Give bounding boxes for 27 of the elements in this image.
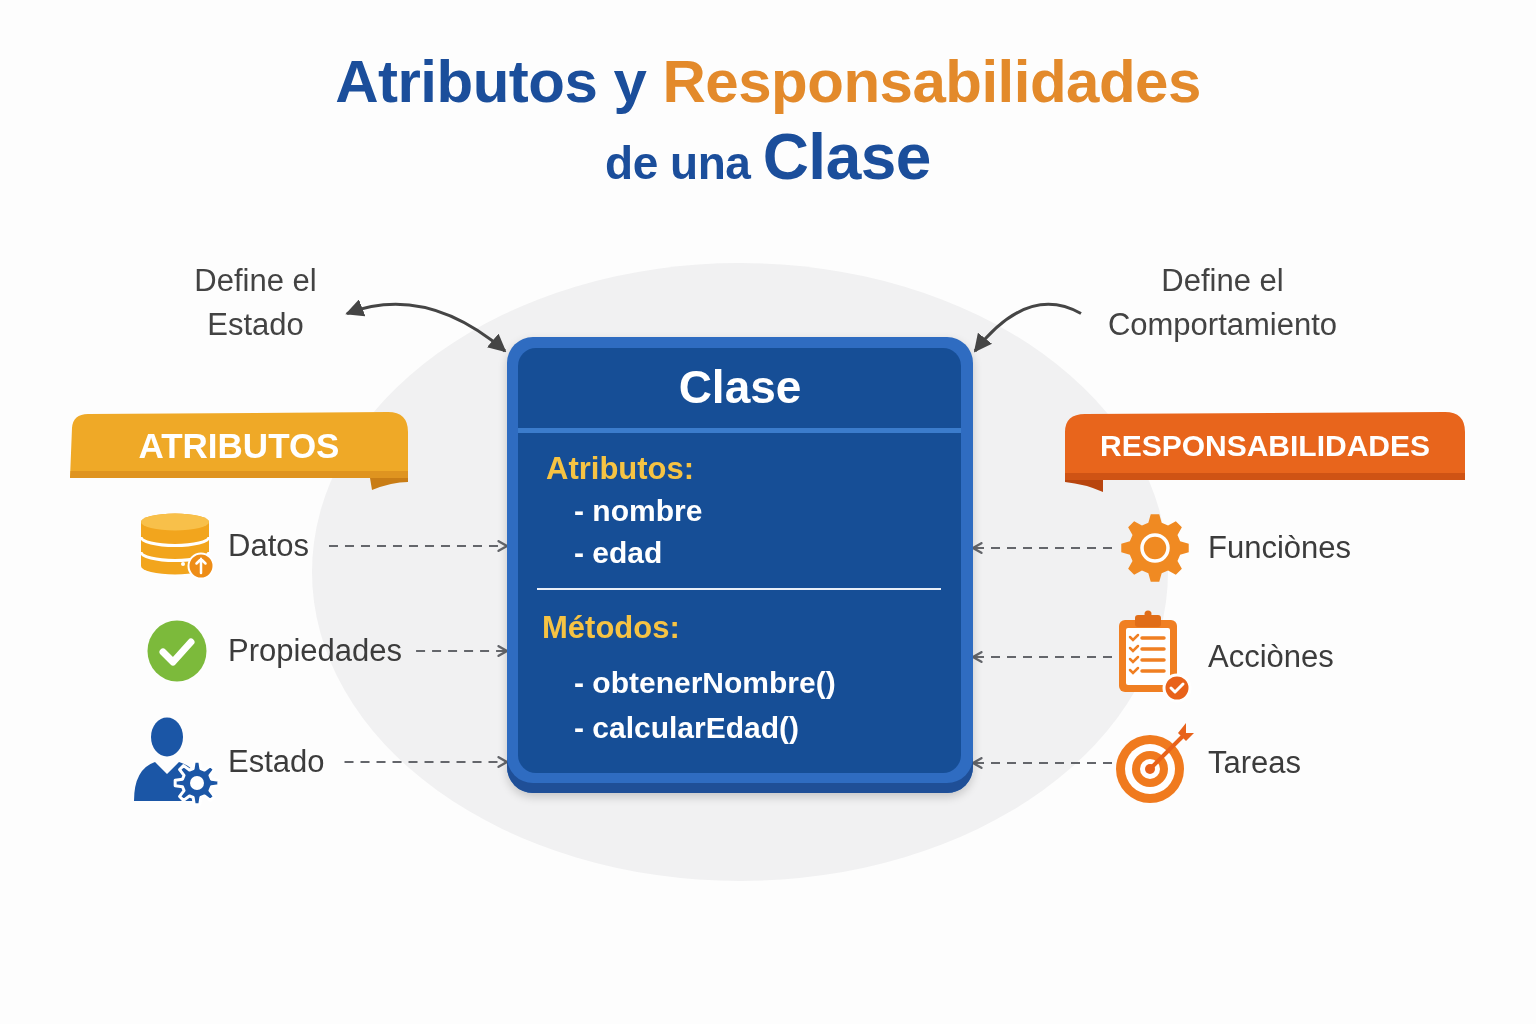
class-member: - nombre <box>574 493 703 529</box>
curved-double-arrow <box>345 299 507 353</box>
class-name: Clase <box>678 360 802 415</box>
dashed-arrow <box>971 651 1113 663</box>
banner-label: ATRIBUTOS <box>138 427 340 463</box>
item-label: Funciònes <box>1208 529 1352 567</box>
annotation-text: Define el Estado <box>168 259 343 347</box>
compartment-heading: Métodos: <box>542 609 680 647</box>
title: Atributos y Responsabilidades de una Clase <box>335 47 1201 195</box>
item-label: Datos <box>228 527 309 565</box>
item-label: Tareas <box>1208 744 1302 782</box>
item-label: Estado <box>228 743 325 781</box>
dashed-arrow <box>971 542 1113 554</box>
dashed-arrow <box>415 645 509 657</box>
annotation-text: Define el Comportamiento <box>1085 259 1360 347</box>
class-member: - calcularEdad() <box>574 710 800 746</box>
class-member: - obtenerNombre() <box>574 665 836 701</box>
banner-label: RESPONSABILIDADES <box>1099 431 1430 461</box>
dashed-arrow <box>971 757 1113 769</box>
compartment-heading: Atributos: <box>546 450 695 488</box>
item-label: Acciònes <box>1208 638 1334 676</box>
dashed-arrow <box>328 540 509 552</box>
class-box <box>507 337 973 793</box>
curved-arrow <box>973 302 1082 353</box>
dashed-arrow <box>343 756 509 768</box>
item-label: Propiedades <box>228 632 403 670</box>
class-member: - edad <box>574 535 663 571</box>
